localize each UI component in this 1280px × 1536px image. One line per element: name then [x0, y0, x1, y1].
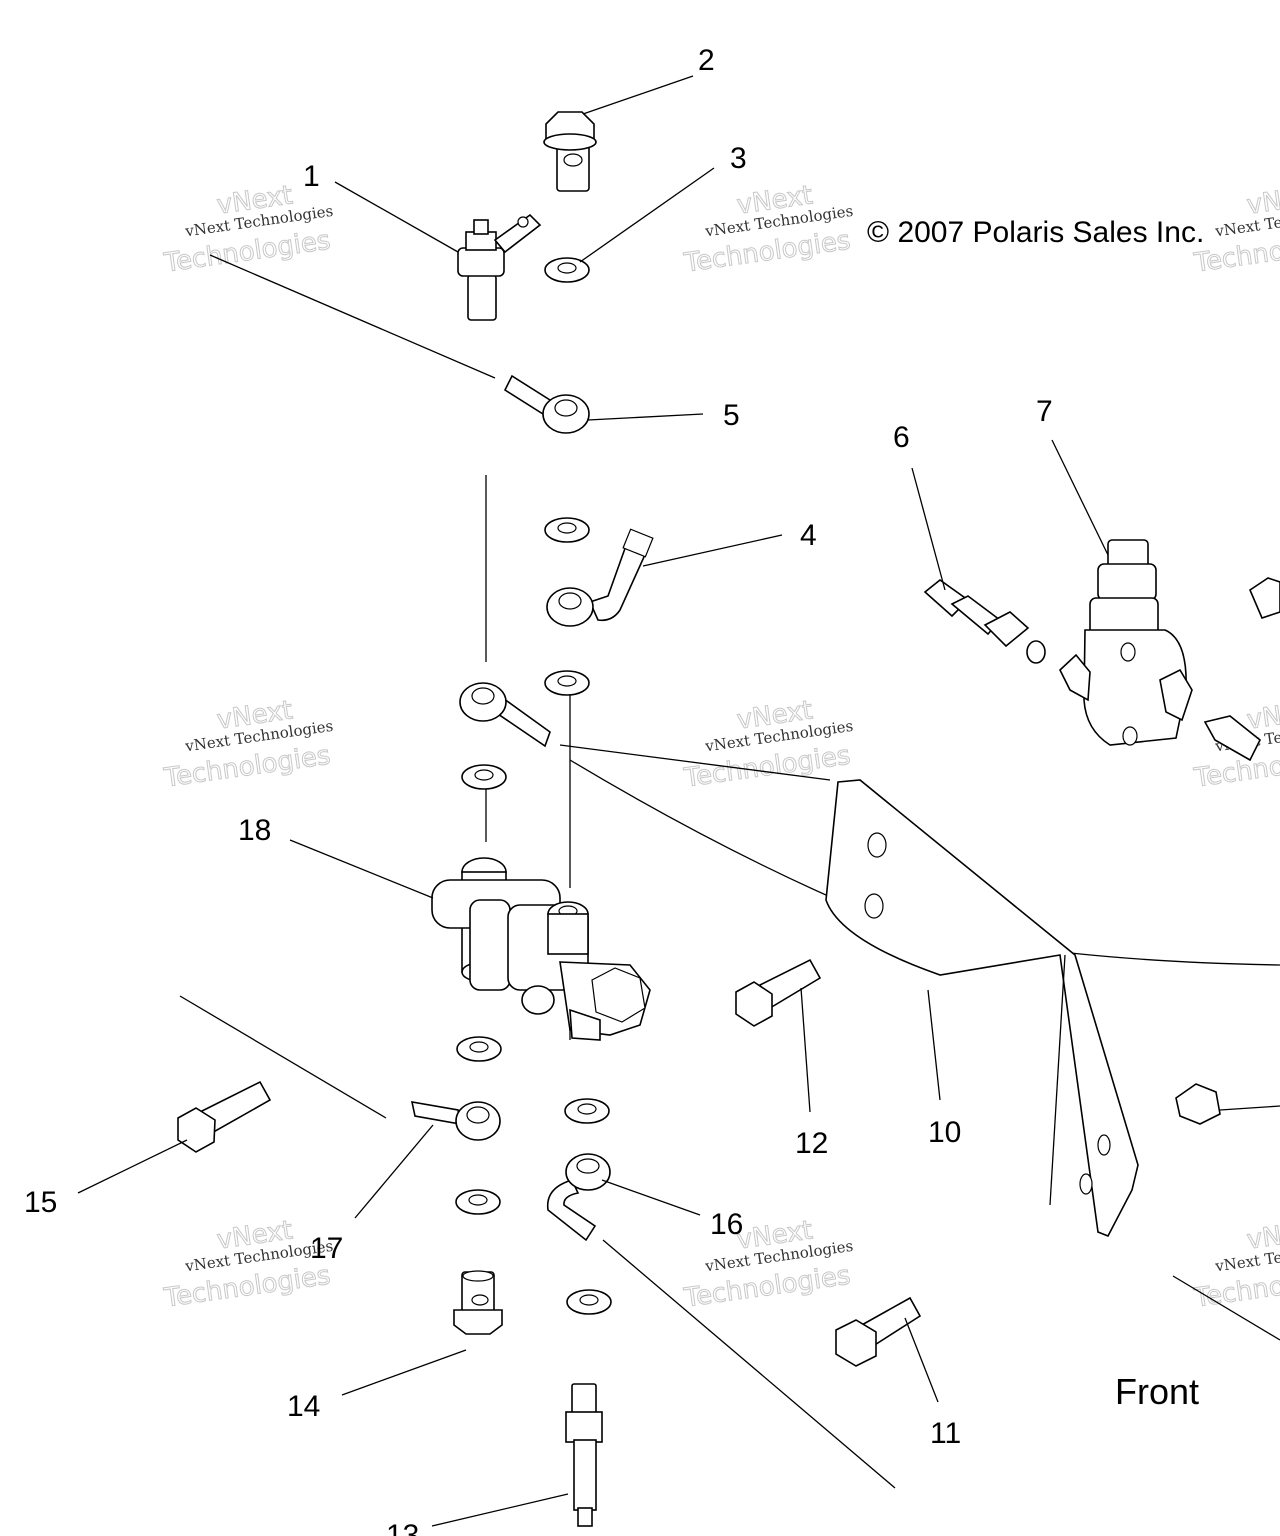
partial-parts-right-edge	[1175, 577, 1280, 1125]
part-13-bleeder-stud	[565, 1383, 603, 1527]
callout-12: 12	[795, 1127, 828, 1160]
watermark: vNext vNext Technologies Technologies	[681, 1215, 854, 1314]
part-14-banjo-bolt	[453, 1270, 503, 1335]
callout-17: 17	[310, 1232, 343, 1265]
banjo-fitting	[459, 682, 551, 748]
part-15-bolt	[177, 1080, 272, 1153]
part-5-banjo-fitting	[503, 374, 590, 434]
part-4-bent-banjo-line	[546, 528, 654, 627]
washer	[566, 1289, 612, 1315]
callout-5: 5	[723, 399, 740, 432]
watermark: vNext vNext Technologies Technologies	[161, 695, 334, 794]
part-6-adapter-fitting	[923, 578, 1046, 664]
leader-lines	[77, 75, 1109, 1527]
callout-15: 15	[24, 1186, 57, 1219]
callout-10: 10	[928, 1116, 961, 1149]
watermark: vNext vNext Technologies Technologies	[681, 180, 854, 279]
part-10-bracket	[825, 779, 1139, 1238]
washers	[455, 257, 612, 1315]
callout-2: 2	[698, 44, 715, 77]
washer	[564, 1098, 610, 1124]
front-direction-label: Front	[1115, 1371, 1199, 1412]
callout-11: 11	[930, 1417, 961, 1450]
callout-16: 16	[710, 1208, 743, 1241]
part-2-banjo-bolt	[543, 111, 597, 192]
callout-13: 13	[386, 1519, 419, 1536]
copyright-notice: © 2007 Polaris Sales Inc.	[867, 216, 1204, 249]
callout-6: 6	[893, 421, 910, 454]
washer-3	[544, 257, 590, 283]
part-7-tee-fitting	[1059, 539, 1193, 746]
callout-1: 1	[303, 160, 320, 193]
part-1-brake-switch	[457, 213, 542, 321]
callout-18: 18	[238, 814, 271, 847]
callout-7: 7	[1036, 395, 1053, 428]
watermark: vNext vNext Technologies Technologies	[1191, 1215, 1280, 1314]
washer	[455, 1189, 501, 1215]
part-16-bent-banjo-line	[546, 1153, 611, 1242]
washer	[461, 764, 507, 790]
part-11-bolt	[835, 1296, 922, 1367]
washer	[456, 1036, 502, 1062]
callout-14: 14	[287, 1390, 320, 1423]
washer	[544, 517, 590, 543]
watermark: vNext vNext Technologies Technologies	[681, 695, 854, 794]
callout-3: 3	[730, 142, 747, 175]
part-12-bolt	[735, 958, 822, 1027]
washer	[544, 670, 590, 696]
callout-4: 4	[800, 519, 817, 552]
part-17-banjo-fitting	[410, 1101, 501, 1141]
part-18-distribution-block	[431, 857, 651, 1041]
callout-numbers: 1 2 3 4 5 6 7 10 11 12 13 14 15 16 17 18	[24, 44, 1053, 1536]
